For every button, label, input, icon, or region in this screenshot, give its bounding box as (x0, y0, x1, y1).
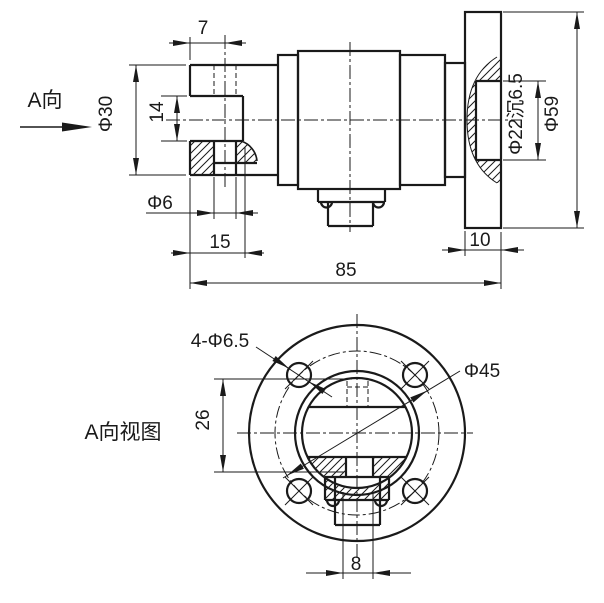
side-view-hidden-lines (213, 65, 237, 96)
side-view-dimension-lines (129, 11, 584, 289)
bottom-view-arrowheads (220, 356, 428, 576)
dim-85-label: 85 (335, 260, 356, 281)
view-a-label: A向 (27, 89, 62, 112)
dim-bolt-holes-label: 4-Φ6.5 (191, 331, 249, 352)
dim-phi59-label: Φ59 (542, 96, 563, 132)
dim-7-label: 7 (198, 18, 209, 39)
dim-8-label: 8 (351, 554, 362, 575)
dim-10-label: 10 (469, 230, 490, 251)
bottom-view: A向视图 4-Φ6.5 Φ45 26 8 (84, 314, 500, 579)
side-view-center-lines (166, 35, 522, 232)
side-view-arrowheads (62, 12, 580, 286)
dim-phi6-label: Φ6 (147, 193, 173, 214)
dim-15-label: 15 (209, 232, 230, 253)
dim-counterbore-label: Φ22沉6.5 (505, 73, 527, 155)
dim-phi30-label: Φ30 (96, 96, 117, 132)
dim-14-label: 14 (147, 101, 168, 123)
bottom-view-center-lines (237, 314, 473, 560)
dim-26-label: 26 (193, 409, 214, 430)
side-view: A向 7 Φ30 14 Φ6 15 85 10 Φ22沉6.5 Φ59 (20, 10, 584, 289)
dim-phi45-label: Φ45 (464, 361, 500, 382)
bottom-view-title: A向视图 (84, 421, 161, 444)
